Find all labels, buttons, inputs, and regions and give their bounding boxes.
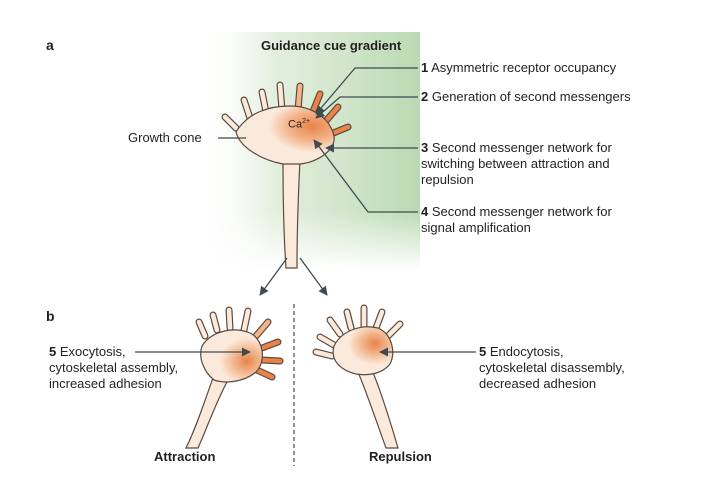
- calcium-label: Ca2+: [288, 118, 311, 131]
- attraction-growth-cone: [185, 306, 284, 449]
- step-2: 2 Generation of second messengers: [421, 89, 631, 104]
- attraction-note: 5 Exocytosis, cytoskeletal assembly, inc…: [49, 344, 179, 391]
- repulsion-growth-cone: [312, 304, 404, 449]
- growth-cone-label: Growth cone: [128, 130, 202, 145]
- top-growth-cone: [221, 81, 352, 269]
- gradient-title: Guidance cue gradient: [261, 38, 402, 53]
- leader-lines-a: [218, 67, 418, 296]
- step-1: 1 Asymmetric receptor occupancy: [421, 60, 617, 75]
- step-4: 4 Second messenger network for signal am…: [421, 204, 612, 235]
- repulsion-label: Repulsion: [369, 449, 432, 464]
- repulsion-note: 5 Endocytosis, cytoskeletal disassembly,…: [479, 344, 625, 391]
- step-3: 3 Second messenger network for switching…: [421, 140, 612, 187]
- panel-label-b: b: [46, 308, 55, 324]
- attraction-label: Attraction: [154, 449, 216, 464]
- panel-label-a: a: [46, 37, 54, 53]
